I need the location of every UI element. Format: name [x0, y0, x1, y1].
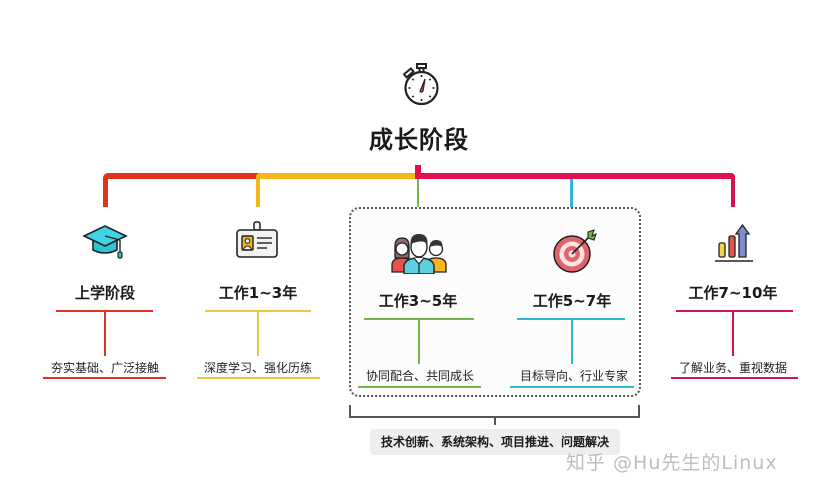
stage-title: 工作5~7年 — [532, 292, 612, 310]
connector-drop-stage3 — [417, 179, 419, 219]
stage-title: 工作3~5年 — [378, 292, 458, 310]
stage-divider — [676, 310, 793, 312]
stage-underline — [358, 386, 481, 388]
stage-stem — [257, 310, 259, 356]
connector-bar-stage2 — [256, 173, 419, 179]
watermark: 知乎 @Hu先生的Linux — [566, 452, 778, 474]
group-bracket-stem — [494, 416, 496, 425]
connector-bar-stage1 — [103, 173, 261, 179]
id-badge-icon — [234, 220, 280, 260]
stage-title: 上学阶段 — [74, 284, 135, 302]
stage-underline — [671, 377, 798, 379]
stopwatch-icon — [398, 62, 444, 108]
stage-description: 深度学习、强化历练 — [203, 361, 312, 375]
stage-title: 工作7~10年 — [688, 284, 778, 302]
target-icon — [550, 228, 600, 274]
connector-drop-stage4 — [570, 179, 573, 216]
connector-drop-stage2 — [256, 173, 260, 207]
stage-stem — [418, 318, 420, 364]
connector-bar-stage5 — [415, 173, 735, 179]
connector-notch — [415, 165, 421, 179]
stage-underline — [197, 377, 320, 379]
stage-description: 了解业务、重视数据 — [678, 361, 787, 375]
stage-underline — [43, 377, 166, 379]
stage-title: 工作1~3年 — [218, 284, 298, 302]
stage-stem — [732, 310, 734, 356]
group-summary-label: 技术创新、系统架构、项目推进、问题解决 — [370, 429, 620, 455]
growth-chart-icon — [713, 222, 757, 264]
page-title: 成长阶段 — [369, 126, 469, 154]
graduation-cap-icon — [82, 222, 128, 262]
stage-description: 夯实基础、广泛接触 — [50, 361, 159, 375]
connector-drop-stage1 — [103, 173, 108, 207]
stage-description: 协同配合、共同成长 — [365, 369, 474, 383]
stage-stem — [104, 310, 106, 356]
team-icon — [390, 230, 448, 275]
stage-underline — [510, 386, 634, 388]
stage-stem — [571, 318, 573, 364]
stage-description: 目标导向、行业专家 — [519, 369, 628, 383]
connector-drop-stage5 — [731, 173, 735, 207]
